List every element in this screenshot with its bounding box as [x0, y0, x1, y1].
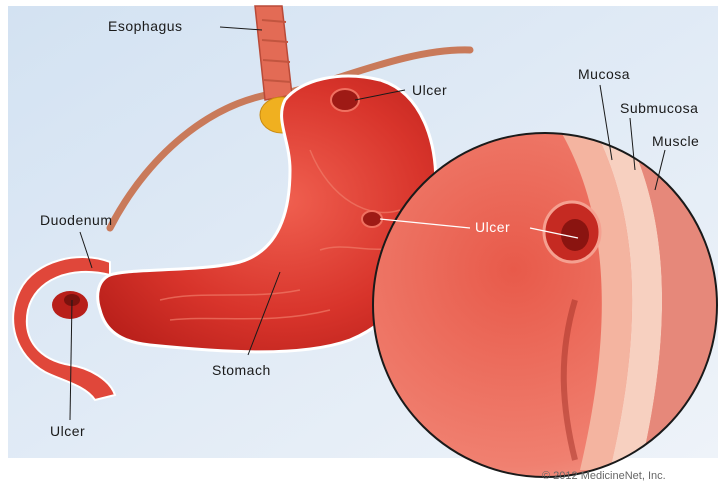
ulcer-top-mark: [331, 89, 359, 111]
label-stomach: Stomach: [212, 362, 271, 378]
label-esophagus: Esophagus: [108, 18, 183, 34]
ulcer-center-mark: [362, 211, 382, 227]
label-mucosa: Mucosa: [578, 66, 630, 82]
label-submucosa: Submucosa: [620, 100, 698, 116]
label-duodenum: Duodenum: [40, 212, 113, 228]
label-muscle: Muscle: [652, 133, 699, 149]
copyright-credit: © 2012 MedicineNet, Inc.: [542, 470, 666, 482]
label-ulcer-top: Ulcer: [412, 82, 447, 98]
label-ulcer-center: Ulcer: [475, 219, 510, 235]
label-ulcer-bottom: Ulcer: [50, 423, 85, 439]
